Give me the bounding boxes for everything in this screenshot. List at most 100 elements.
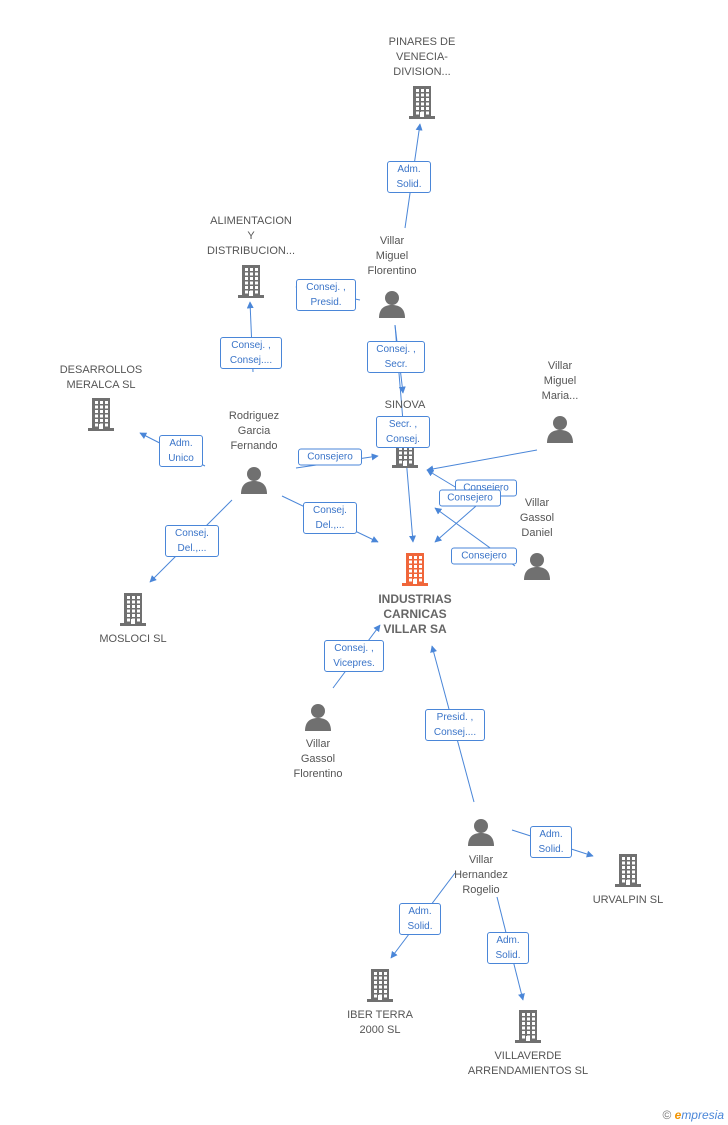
- brand-logo: © empresia: [662, 1108, 724, 1122]
- node-label-line: ALIMENTACION: [210, 215, 292, 227]
- node-label-line: MOSLOCI SL: [99, 633, 167, 645]
- building-icon[interactable]: [118, 592, 148, 631]
- edge-label-line: Consejero: [461, 550, 507, 562]
- person-icon[interactable]: [377, 289, 407, 324]
- edge-label[interactable]: Consej. , Consej....: [220, 337, 282, 369]
- edge-label[interactable]: Consej. , Secr.: [367, 341, 425, 373]
- edge-label-line: Consej....: [229, 355, 273, 366]
- node-label-line: Maria...: [541, 390, 579, 402]
- edge-label[interactable]: Consejero: [451, 547, 517, 565]
- company-label[interactable]: VILLAVERDE ARRENDAMIENTOS SL: [468, 1049, 588, 1079]
- person-icon[interactable]: [239, 465, 269, 500]
- building-icon[interactable]: [236, 264, 266, 303]
- node-label-line: Florentino: [293, 768, 343, 780]
- edge-label-line: Consej.: [175, 528, 209, 539]
- edge-label-line: Vicepres.: [333, 658, 375, 669]
- node-label-line: VILLAR SA: [383, 622, 447, 636]
- node-label-line: VILLAVERDE: [494, 1050, 562, 1062]
- node-label-line: Villar: [379, 235, 405, 247]
- edge-label-line: Adm.: [408, 906, 432, 917]
- node-label-line: Rogelio: [462, 884, 500, 896]
- node-label-line: Miguel: [543, 375, 577, 387]
- edge-label-line: Consejero: [447, 492, 493, 504]
- building-icon[interactable]: [613, 853, 643, 892]
- edge-label[interactable]: Adm.Solid.: [387, 161, 431, 193]
- edge-label-line: Del.,...: [315, 520, 345, 531]
- building-icon[interactable]: [86, 397, 116, 436]
- edge-label[interactable]: Adm. Solid.: [530, 826, 572, 858]
- company-label[interactable]: MOSLOCI SL: [99, 632, 166, 647]
- node-label-line: IBER TERRA: [347, 1009, 413, 1021]
- node-label-line: DISTRIBUCION...: [206, 245, 296, 257]
- edge-label[interactable]: Consejero: [298, 448, 362, 466]
- node-label-line: Miguel: [375, 250, 409, 262]
- company-label[interactable]: URVALPIN SL: [593, 893, 664, 908]
- building-icon[interactable]: [407, 85, 437, 124]
- node-label-line: Florentino: [367, 265, 417, 277]
- edge-label[interactable]: Adm.Unico: [159, 435, 203, 467]
- edge-label-line: Consej. ,: [376, 344, 416, 355]
- node-label-line: PINARES DE: [388, 36, 456, 48]
- copyright-mark: ©: [662, 1108, 672, 1122]
- node-label-line: Villar: [305, 738, 331, 750]
- edge-label[interactable]: Presid. ,Consej....: [425, 709, 485, 741]
- edge-label[interactable]: Consej.Del.,...: [165, 525, 219, 557]
- edge-vm_maria-to-sinova: [426, 449, 538, 473]
- company-label[interactable]: DESARROLLOS MERALCA SL: [60, 363, 143, 393]
- edge-label-line: Adm.: [539, 829, 563, 840]
- edge-label[interactable]: Secr. ,Consej.: [376, 416, 430, 448]
- edge-label-line: Consej. ,: [231, 340, 271, 351]
- edge-label[interactable]: Consej. Del.,...: [303, 502, 357, 534]
- edge-label-line: Consej....: [433, 727, 477, 738]
- edge-label[interactable]: Consej. , Vicepres.: [324, 640, 384, 672]
- edge-label-line: Consej.: [313, 505, 347, 516]
- node-label-line: Gassol: [300, 753, 336, 765]
- company-label[interactable]: ALIMENTACION Y DISTRIBUCION...: [207, 214, 295, 259]
- edge-label-line: Solid.: [538, 844, 564, 855]
- node-label-line: INDUSTRIAS: [378, 592, 452, 606]
- node-label-line: CARNICAS: [383, 607, 447, 621]
- node-label-line: Villar: [524, 497, 550, 509]
- edge-label-line: Consej. ,: [334, 643, 374, 654]
- node-label-line: DESARROLLOS: [59, 364, 143, 376]
- building-icon[interactable]: [365, 968, 395, 1007]
- person-icon[interactable]: [545, 414, 575, 449]
- edge-label-line: Adm.: [169, 438, 193, 449]
- person-icon[interactable]: [303, 702, 333, 737]
- edge-label-line: Presid.: [310, 297, 342, 308]
- edge-label-line: Secr.: [384, 359, 408, 370]
- node-label-line: Villar: [547, 360, 573, 372]
- person-icon[interactable]: [466, 817, 496, 852]
- node-label-line: Hernandez: [454, 869, 508, 881]
- node-label-line: ARRENDAMIENTOS SL: [467, 1065, 589, 1077]
- edge-label-line: Secr. ,: [388, 419, 418, 430]
- building-icon[interactable]: [513, 1009, 543, 1048]
- building-icon[interactable]: [400, 552, 430, 591]
- edge-label[interactable]: Consejero: [439, 489, 501, 507]
- node-label-line: MERALCA SL: [66, 379, 136, 391]
- node-label-line: Garcia: [237, 425, 271, 437]
- edge-label-line: Solid.: [407, 921, 433, 932]
- node-label-line: URVALPIN SL: [592, 894, 664, 906]
- edge-label[interactable]: Consej. ,Presid.: [296, 279, 356, 311]
- edge-label-line: Solid.: [495, 950, 521, 961]
- node-label-line: Y: [247, 230, 255, 242]
- node-label-line: Villar: [468, 854, 494, 866]
- node-label-line: Daniel: [521, 527, 553, 539]
- edge-label[interactable]: Adm.Solid.: [487, 932, 529, 964]
- edge-label-line: Consejero: [307, 451, 353, 463]
- node-label-line: Fernando: [230, 440, 278, 452]
- person-icon[interactable]: [522, 551, 552, 586]
- edge-label[interactable]: Adm. Solid.: [399, 903, 441, 935]
- brand-name: mpresia: [681, 1108, 724, 1122]
